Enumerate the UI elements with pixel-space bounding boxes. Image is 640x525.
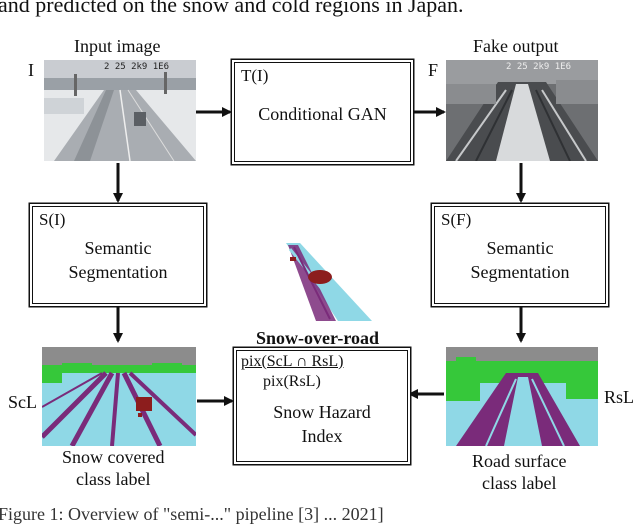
- input-image-stamp: 2 25 2k9 1E6: [104, 62, 170, 72]
- road-surface-segmentation-image: [446, 347, 598, 446]
- gan-tag: T(I): [241, 66, 269, 85]
- gan-label: Conditional GAN: [258, 104, 387, 124]
- output-image-stamp: 2 25 2k9 1E6: [506, 62, 572, 72]
- output-symbol: F: [428, 60, 439, 80]
- scl-symbol: ScL: [8, 392, 37, 412]
- seg-left-tag: S(I): [39, 210, 66, 229]
- semantic-segmentation-left-box: S(I) Semantic Segmentation: [32, 206, 204, 304]
- hazard-denominator: pix(RsL): [263, 373, 321, 390]
- snow-covered-segmentation-image: [42, 347, 196, 446]
- road-surface-label-line1: Road surface: [472, 451, 567, 471]
- footer-caption: Figure 1: Overview of "semi-..." pipelin…: [0, 504, 384, 524]
- snow-over-road-heading: Snow-over-road: [256, 328, 379, 348]
- seg-right-tag: S(F): [441, 210, 472, 229]
- snow-covered-label-line1: Snow covered: [62, 447, 165, 467]
- input-image-title: Input image: [74, 36, 161, 56]
- header-caption: and predicted on the snow and cold regio…: [0, 0, 464, 17]
- rsl-symbol: RsL: [604, 387, 635, 407]
- hazard-line1: Snow Hazard: [273, 402, 371, 422]
- fake-output-image: 2 25 2k9 1E6: [446, 60, 598, 161]
- seg-left-line1: Semantic: [84, 238, 152, 258]
- input-image: 2 25 2k9 1E6: [44, 60, 196, 161]
- conditional-gan-box: T(I) Conditional GAN: [234, 62, 411, 162]
- seg-right-line2: Segmentation: [470, 262, 570, 282]
- fake-output-title: Fake output: [473, 36, 559, 56]
- seg-left-line2: Segmentation: [68, 262, 168, 282]
- snow-covered-label-line2: class label: [76, 469, 151, 489]
- hazard-line2: Index: [301, 426, 343, 446]
- input-symbol: I: [28, 60, 34, 80]
- seg-right-line1: Semantic: [486, 238, 554, 258]
- semantic-segmentation-right-box: S(F) Semantic Segmentation: [434, 206, 606, 304]
- snow-hazard-index-box: pix(ScL ∩ RsL) pix(RsL) Snow Hazard Inde…: [236, 350, 408, 462]
- road-surface-label-line2: class label: [482, 473, 557, 493]
- hazard-numerator: pix(ScL ∩ RsL): [241, 353, 344, 370]
- snow-over-road-overlay-image: [276, 243, 372, 321]
